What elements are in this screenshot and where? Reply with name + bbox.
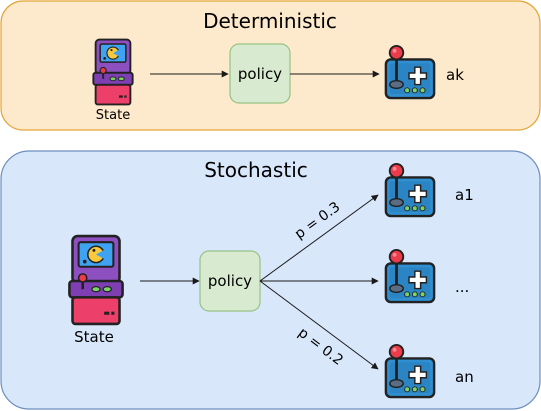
stochastic-action-label-a1: a1 bbox=[455, 186, 474, 204]
stochastic-state-label: State bbox=[74, 328, 114, 346]
stochastic-action-label-an: an bbox=[455, 368, 474, 386]
stochastic-action-label-ellipsis: ... bbox=[455, 278, 469, 296]
deterministic-state-label: State bbox=[96, 108, 130, 123]
stochastic-edge-to-a1 bbox=[259, 194, 379, 282]
deterministic-title: Deterministic bbox=[203, 9, 337, 33]
stochastic-title: Stochastic bbox=[204, 158, 308, 182]
arcade-machine-icon bbox=[67, 234, 125, 326]
arcade-machine-icon bbox=[92, 38, 134, 106]
deterministic-action-label: ak bbox=[446, 66, 464, 84]
stochastic-policy-label: policy bbox=[208, 272, 252, 290]
deterministic-policy-label: policy bbox=[238, 65, 282, 83]
stochastic-edge-to-an bbox=[259, 280, 379, 370]
